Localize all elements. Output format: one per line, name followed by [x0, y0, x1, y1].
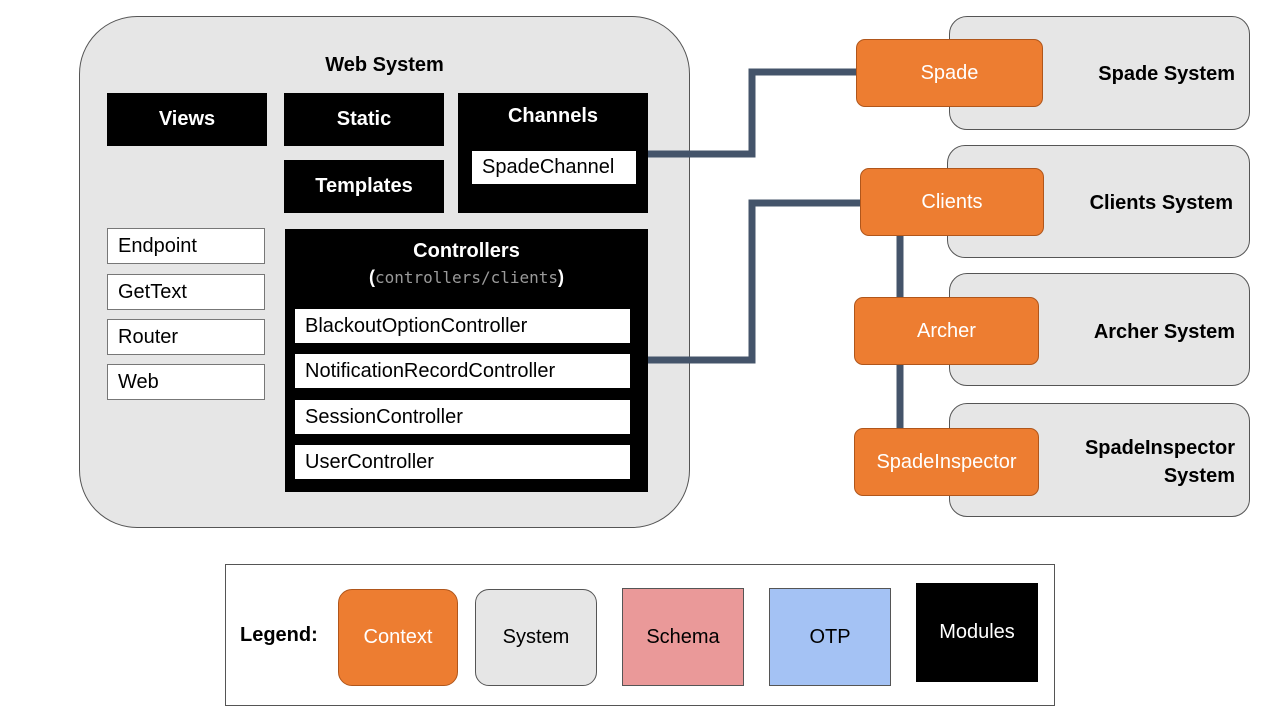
- spadeinspector-label-line1: SpadeInspector: [1084, 437, 1235, 459]
- connector-controllers-clients: [648, 199, 862, 364]
- connector-spadechannel-spade: [648, 68, 858, 158]
- web-module: Web: [107, 364, 265, 400]
- paren-open: (: [368, 267, 375, 287]
- archer-context: Archer: [854, 297, 1039, 365]
- spade-channel-box: SpadeChannel: [471, 150, 637, 185]
- spadeinspector-system-label: SpadeInspector System: [1040, 434, 1235, 490]
- views-module: Views: [107, 93, 267, 146]
- spadeinspector-context: SpadeInspector: [854, 428, 1039, 496]
- legend-modules-swatch: Modules: [916, 583, 1038, 682]
- spadeinspector-label-line2: System: [1163, 465, 1235, 487]
- legend-system-swatch: System: [475, 589, 597, 686]
- legend-schema-swatch: Schema: [622, 588, 744, 686]
- static-module: Static: [284, 93, 444, 146]
- spade-system-label: Spade System: [1098, 63, 1235, 85]
- controllers-path: (controllers/clients): [285, 267, 648, 288]
- paren-close: ): [558, 267, 565, 287]
- controller-item: NotificationRecordController: [294, 353, 631, 389]
- controller-item: BlackoutOptionController: [294, 308, 631, 344]
- channels-title: Channels: [507, 105, 599, 127]
- templates-module: Templates: [284, 160, 444, 213]
- controller-item: SessionController: [294, 399, 631, 435]
- clients-context: Clients: [860, 168, 1044, 236]
- endpoint-module: Endpoint: [107, 228, 265, 264]
- router-module: Router: [107, 319, 265, 355]
- controllers-title: Controllers: [413, 240, 520, 262]
- legend-label: Legend:: [240, 624, 318, 646]
- legend-otp-swatch: OTP: [769, 588, 891, 686]
- archer-system-label: Archer System: [1093, 321, 1235, 343]
- controller-item: UserController: [294, 444, 631, 480]
- controllers-path-text: controllers/clients: [374, 268, 559, 287]
- gettext-module: GetText: [107, 274, 265, 310]
- clients-system-label: Clients System: [1089, 192, 1233, 214]
- spade-context: Spade: [856, 39, 1043, 107]
- web-system-title: Web System: [325, 54, 444, 76]
- legend-context-swatch: Context: [338, 589, 458, 686]
